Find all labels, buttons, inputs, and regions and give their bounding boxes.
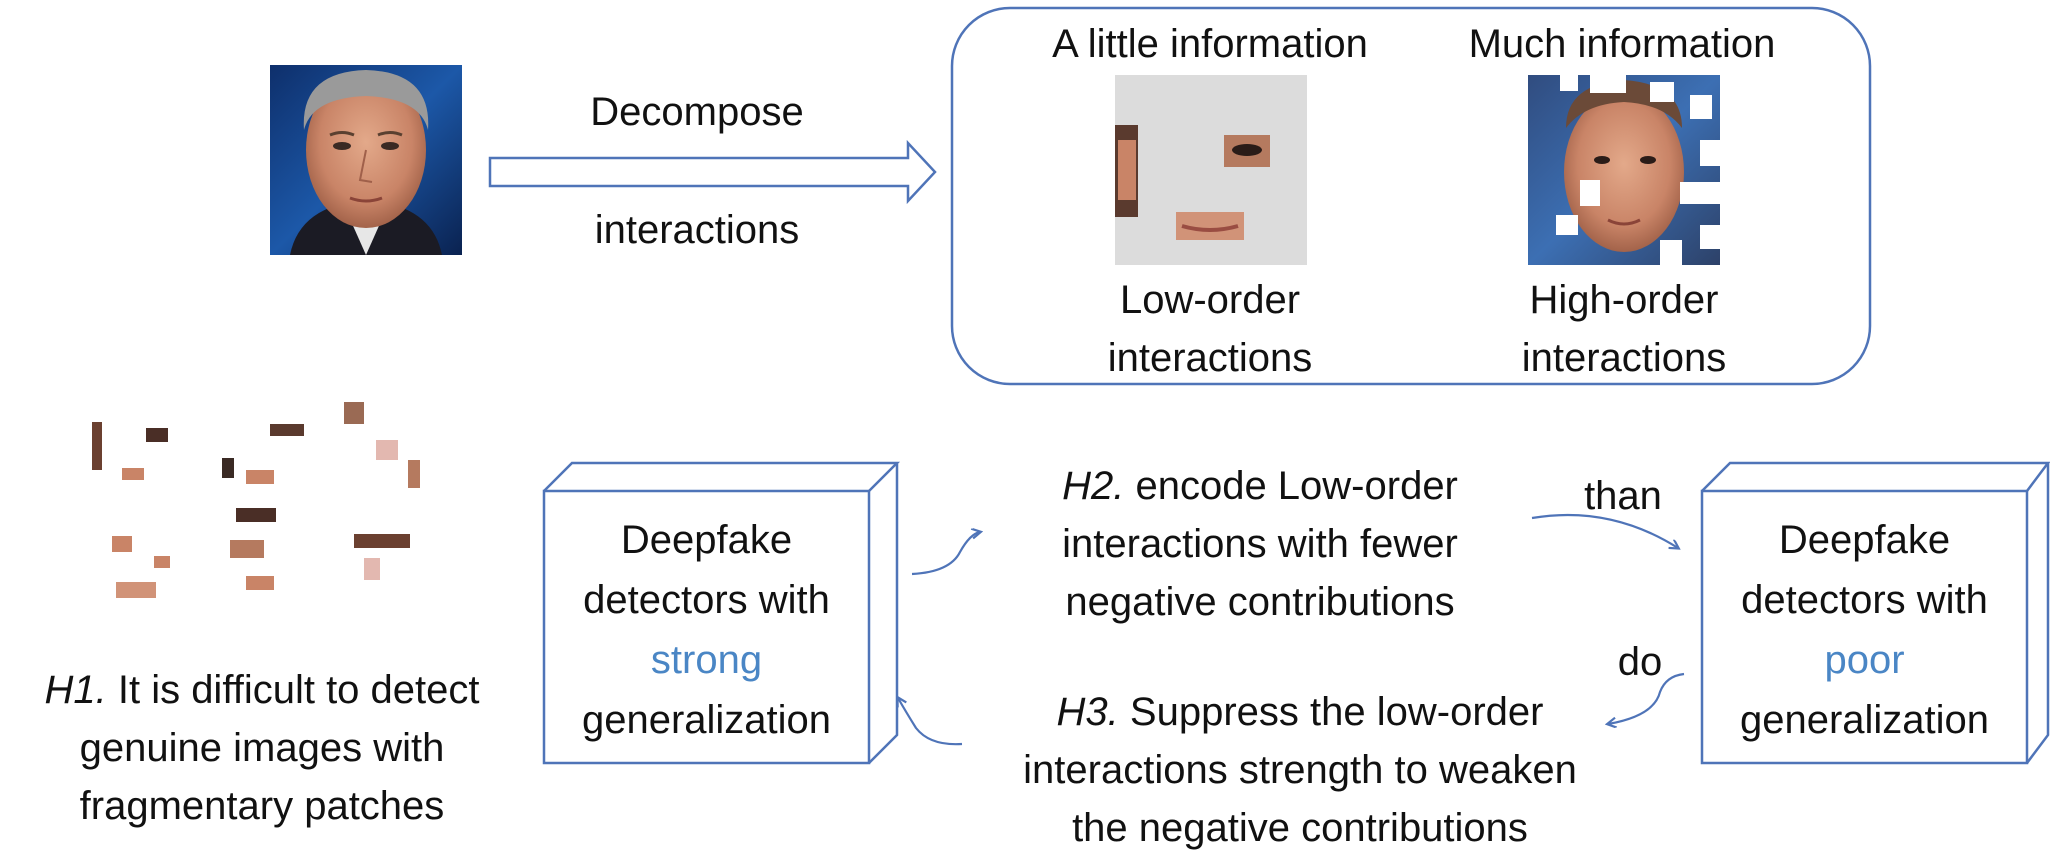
poor-to-h3-arrow <box>1608 672 1685 724</box>
high-order-caption-line2: interactions <box>1521 336 1727 380</box>
strong-box-line2: detectors with <box>583 578 830 622</box>
h3-line3: the negative contributions <box>1072 806 1528 850</box>
low-order-caption-line1: Low-order <box>1119 278 1301 322</box>
decompose-arrow <box>488 139 937 205</box>
do-label: do <box>1617 640 1663 684</box>
strong-box-line1: Deepfake <box>620 518 793 562</box>
h3-line1: H3. Suppress the low-order <box>940 682 1660 742</box>
much-information-heading: Much information <box>1468 22 1776 66</box>
h1-line3: fragmentary patches <box>79 784 445 828</box>
fragmentary-patches-image <box>92 402 420 598</box>
h2-line2: interactions with fewer <box>1062 522 1458 566</box>
poor-box-keyword: poor <box>1824 638 1905 682</box>
interaction-panel <box>950 6 1872 386</box>
source-face-image <box>270 65 462 255</box>
h3-line2: interactions strength to weaken <box>1023 748 1577 792</box>
poor-box-line1: Deepfake <box>1778 518 1951 562</box>
little-information-heading: A little information <box>1052 22 1368 66</box>
h2-to-poor-arrow <box>1531 513 1678 548</box>
h1-line2: genuine images with <box>79 726 445 770</box>
h1-line1-text: It is difficult to detect <box>106 668 480 712</box>
low-order-caption-line2: interactions <box>1107 336 1313 380</box>
strong-box-keyword: strong <box>650 638 763 682</box>
high-order-caption-line1: High-order <box>1529 278 1719 322</box>
h2-tag: H2. <box>1062 464 1125 508</box>
poor-box-line2: detectors with <box>1741 578 1988 622</box>
decompose-label: Decompose <box>590 90 804 134</box>
poor-box-line4: generalization <box>1739 698 1990 742</box>
high-order-patches-image <box>1528 75 1720 265</box>
h1-tag: H1. <box>44 668 107 712</box>
low-order-patches-image <box>1115 75 1307 265</box>
h3-to-strong-arrow <box>898 698 963 746</box>
than-label: than <box>1584 474 1662 518</box>
box-poor-outline <box>1700 461 2050 765</box>
h3-line1-text: Suppress the low-order <box>1118 690 1544 734</box>
h2-line1-text: encode Low-order <box>1124 464 1458 508</box>
box-strong-outline <box>542 461 901 765</box>
interactions-label: interactions <box>594 208 800 252</box>
h2-line1: H2. encode Low-order <box>960 456 1560 516</box>
h1-line1: H1. It is difficult to detect <box>2 660 522 720</box>
strong-box-line4: generalization <box>581 698 832 742</box>
h2-line3: negative contributions <box>1065 580 1455 624</box>
h3-tag: H3. <box>1056 690 1119 734</box>
strong-to-h2-arrow <box>911 532 980 576</box>
